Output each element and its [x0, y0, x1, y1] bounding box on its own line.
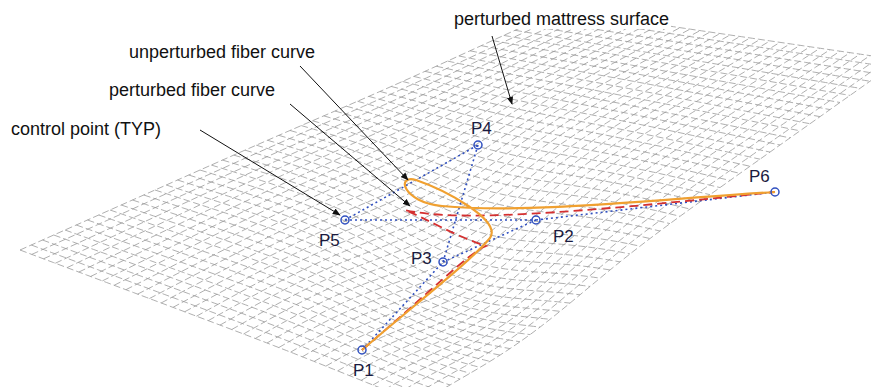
control-polygon	[345, 145, 775, 350]
mesh-line	[391, 86, 750, 166]
mesh-line	[425, 71, 780, 145]
mesh-line	[144, 195, 530, 335]
mesh-line	[436, 66, 790, 138]
mesh-line	[369, 96, 730, 180]
control-points	[341, 141, 779, 354]
control-point	[341, 216, 349, 224]
mesh-line	[326, 48, 820, 366]
point-label: P6	[748, 168, 771, 185]
mesh-line	[324, 116, 690, 209]
mesh-line	[102, 20, 630, 281]
mesh-line	[166, 185, 550, 319]
control-polygon-line	[443, 145, 478, 262]
unperturbed-fiber-curve	[362, 179, 775, 350]
point-label: P5	[318, 232, 341, 249]
mesh-line	[173, 29, 690, 307]
callout-label: unperturbed fiber curve	[127, 42, 317, 62]
leader-lines	[200, 36, 512, 215]
mesh-line	[396, 57, 871, 387]
mesh-line	[114, 22, 640, 286]
control-polygon-line	[345, 145, 478, 220]
mesh-line	[91, 19, 620, 277]
mesh-line	[358, 101, 721, 187]
mesh-line	[76, 225, 470, 373]
control-point	[439, 258, 447, 266]
mesh-line	[79, 17, 610, 272]
mesh-line	[155, 190, 540, 327]
mesh-line	[279, 42, 780, 347]
mesh-line	[302, 45, 800, 356]
mesh-line	[65, 230, 460, 379]
control-polygon-line	[362, 262, 443, 350]
mesh-line	[149, 26, 670, 298]
point-label: P4	[470, 120, 493, 137]
callout-label: perturbed mattress surface	[452, 9, 671, 29]
mattress-mesh	[20, 10, 871, 387]
mesh-line	[459, 56, 810, 124]
callout-label: control point (TYP)	[9, 119, 163, 139]
mesh-line	[349, 51, 840, 375]
point-label: P2	[552, 228, 575, 245]
mesh-line	[526, 25, 870, 81]
perturbed-fiber-curve	[362, 192, 775, 350]
mesh-line	[515, 30, 860, 88]
mesh-line	[178, 180, 561, 311]
mesh-line	[380, 91, 740, 173]
mesh-line	[385, 56, 870, 387]
mesh-line	[244, 38, 750, 334]
mesh-line	[20, 250, 420, 387]
control-point	[771, 188, 779, 196]
control-polygon-line	[345, 219, 536, 221]
leader-line	[200, 130, 340, 215]
mesh-line	[88, 220, 481, 367]
mesh-line	[31, 245, 430, 387]
mesh-line	[133, 200, 521, 342]
point-label: P3	[410, 250, 433, 267]
mesh-line	[481, 46, 830, 110]
mesh-line	[291, 44, 790, 352]
mesh-line	[161, 28, 680, 303]
mesh-line	[211, 165, 590, 286]
callout-label: perturbed fiber curve	[107, 80, 277, 100]
mesh-line	[54, 235, 450, 385]
mesh-line	[232, 36, 740, 329]
mesh-line	[408, 59, 871, 387]
mesh-line	[208, 34, 720, 321]
mesh-line	[255, 39, 760, 338]
mesh-line	[67, 16, 600, 268]
mesh-line	[504, 35, 850, 95]
mesh-line	[470, 51, 820, 117]
mesh-line	[185, 31, 700, 312]
mesh-line	[493, 41, 841, 103]
mesh-line	[256, 145, 630, 254]
mesh-line	[338, 50, 830, 371]
control-point	[532, 216, 540, 224]
mesh-line	[346, 106, 710, 195]
mesh-line	[220, 35, 730, 325]
leader-line	[492, 36, 512, 104]
leader-line	[300, 66, 408, 180]
mesh-line	[268, 140, 641, 246]
mesh-line	[361, 53, 850, 381]
point-label: P1	[352, 362, 375, 379]
control-point	[358, 346, 366, 354]
leader-line	[290, 104, 410, 206]
mesh-line	[138, 25, 660, 294]
control-point	[474, 141, 482, 149]
mesh-line	[43, 240, 441, 387]
